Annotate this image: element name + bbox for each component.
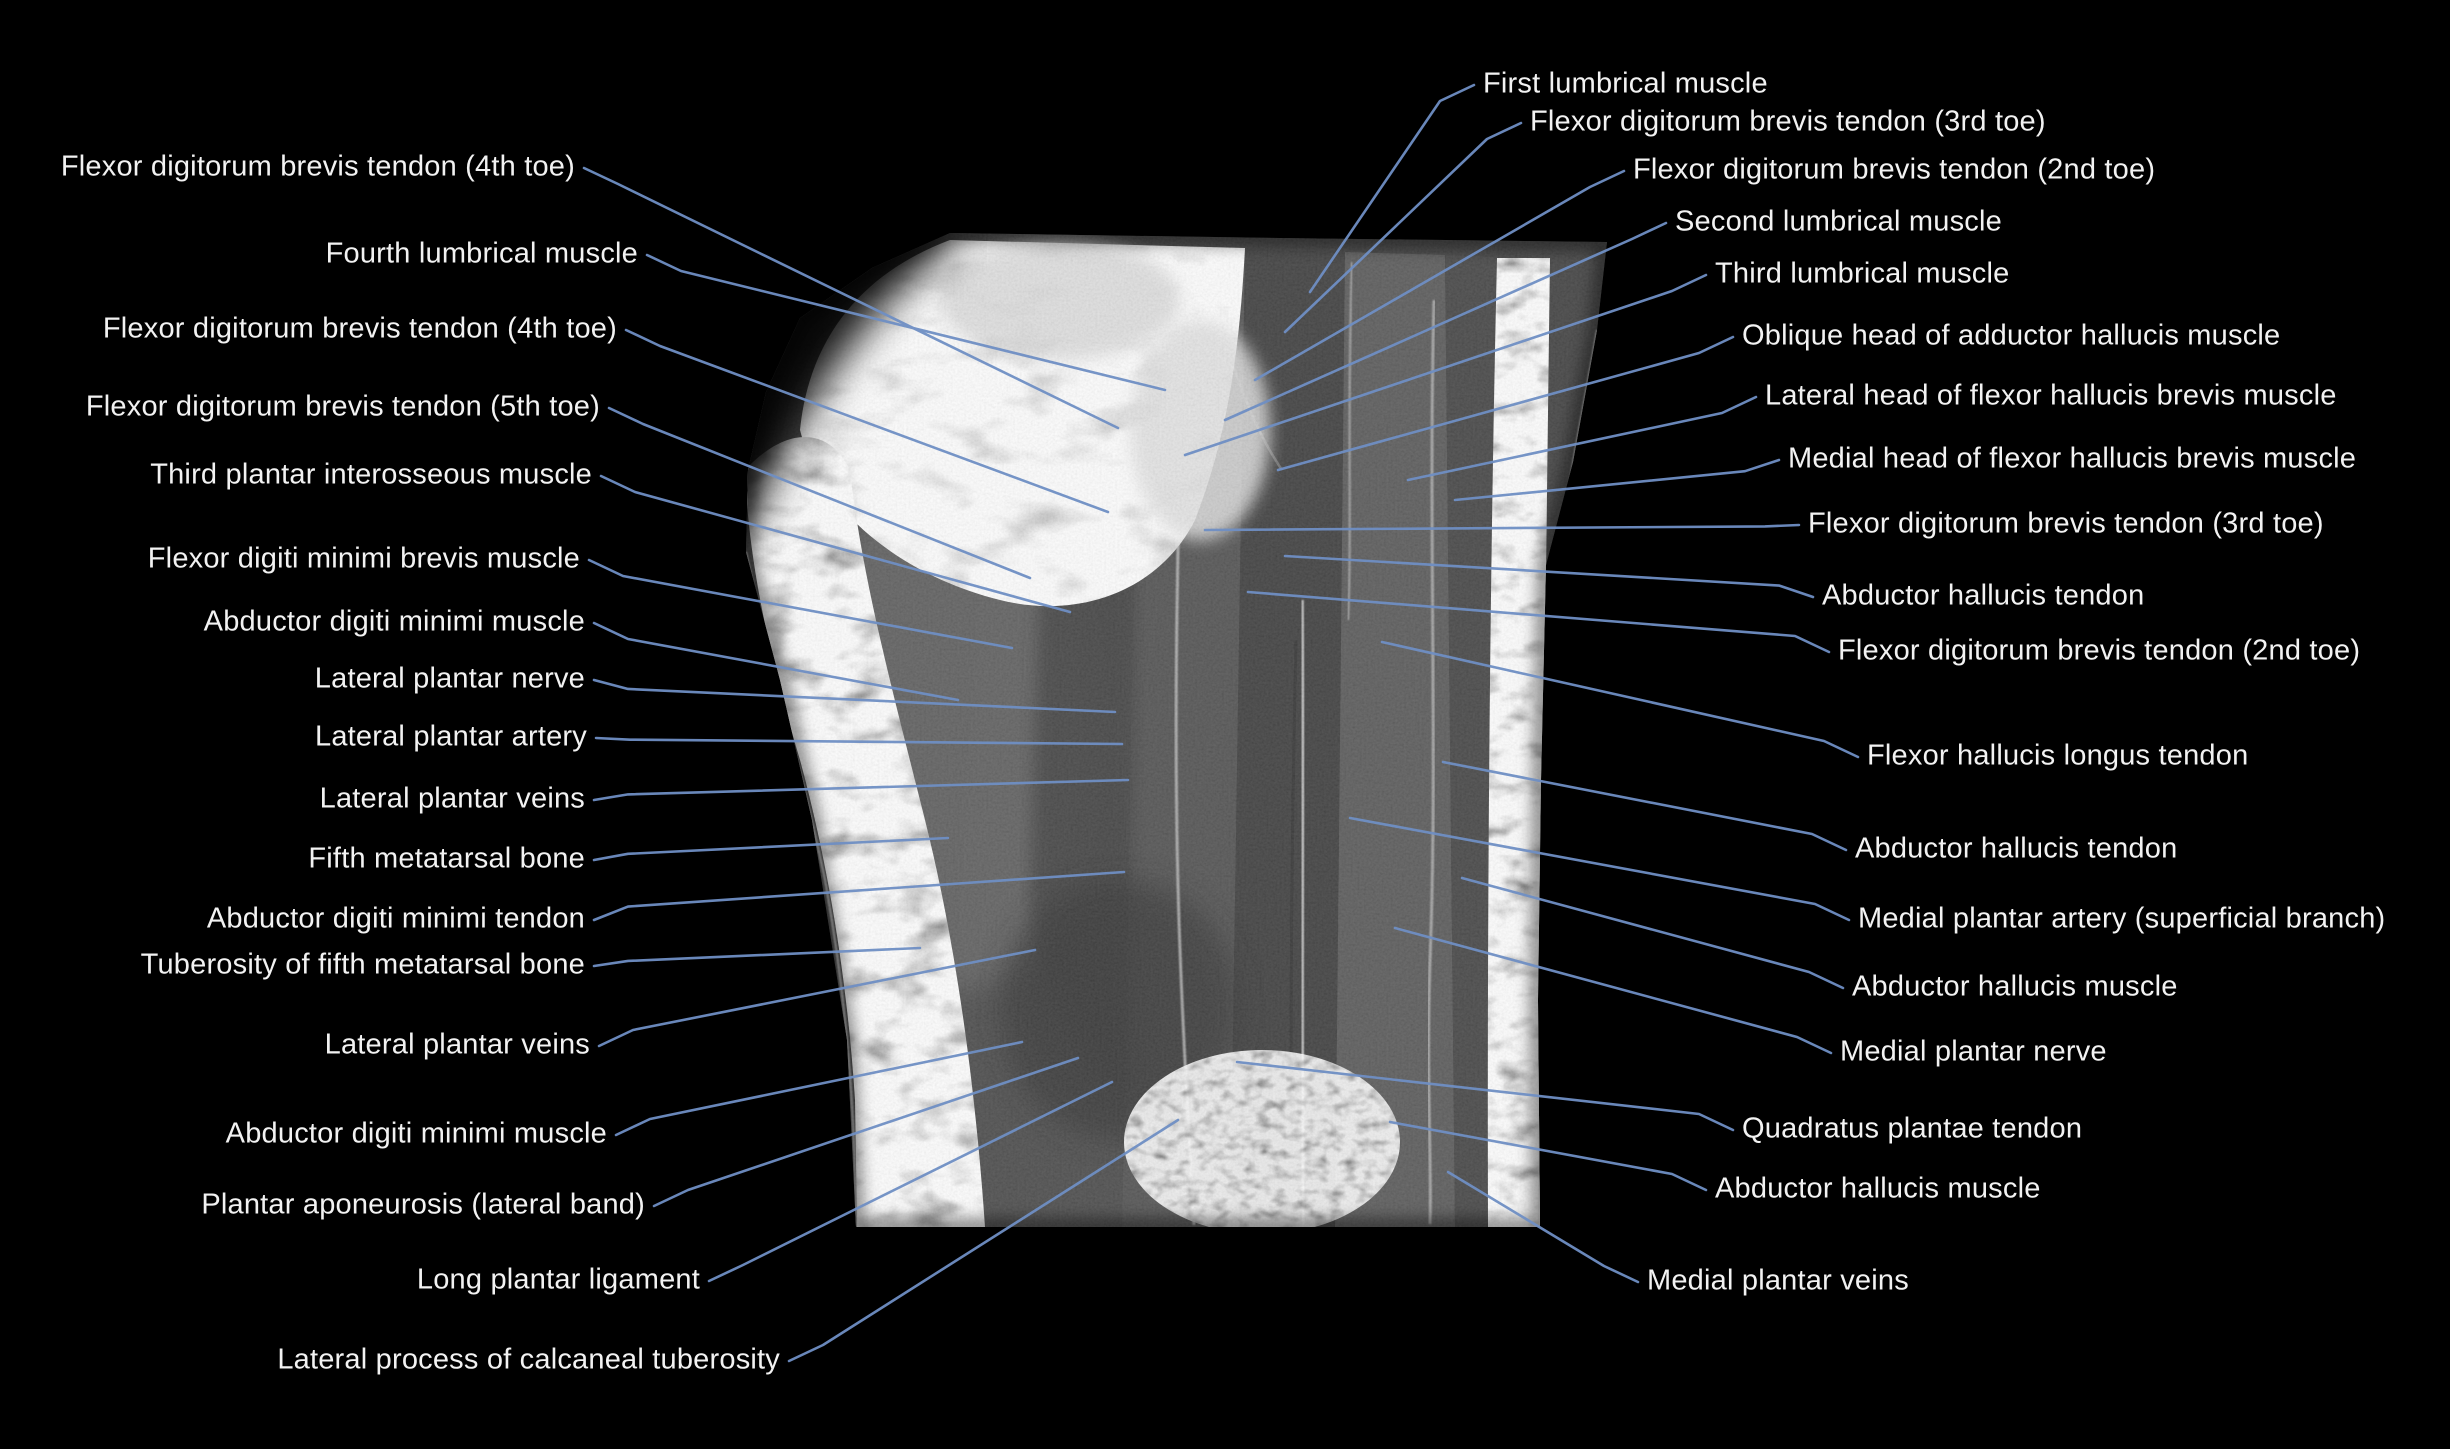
leader-line (592, 870, 1126, 922)
mri-scan-art (746, 233, 1607, 1227)
leader-line (1388, 1120, 1708, 1192)
leader-line (592, 946, 922, 968)
leader-line (1348, 816, 1851, 922)
leader-lines (582, 83, 1860, 1363)
leader-line (1446, 1170, 1640, 1284)
leader-line (624, 328, 1110, 514)
leader-line (592, 621, 960, 702)
leader-line (1223, 221, 1668, 422)
leader-line (1253, 169, 1626, 382)
leader-line (1276, 335, 1735, 472)
leader-line (652, 1056, 1080, 1208)
leader-line (597, 948, 1037, 1048)
leader-line (1406, 395, 1758, 482)
leader-line (1380, 640, 1860, 759)
leader-line (594, 736, 1124, 746)
leader-line (614, 1040, 1024, 1137)
leader-line (1393, 926, 1833, 1055)
leader-line (1460, 876, 1845, 990)
leader-line (1183, 273, 1708, 457)
leader-line (592, 778, 1130, 802)
leader-line (1246, 590, 1831, 654)
leader-line (599, 474, 1072, 614)
leader-line (607, 406, 1032, 580)
leader-line (1283, 554, 1815, 599)
leader-line (1203, 523, 1801, 532)
leader-line (1453, 458, 1781, 502)
leader-line (1283, 121, 1523, 334)
leader-line (787, 1118, 1180, 1363)
leader-line (645, 253, 1167, 392)
leader-line (587, 558, 1014, 650)
leader-line (1308, 83, 1476, 294)
leader-line (592, 836, 950, 862)
leader-line (582, 166, 1120, 430)
leader-line (1235, 1060, 1735, 1132)
leader-line (1441, 760, 1848, 852)
leader-line (707, 1080, 1114, 1283)
leader-line (592, 678, 1117, 714)
